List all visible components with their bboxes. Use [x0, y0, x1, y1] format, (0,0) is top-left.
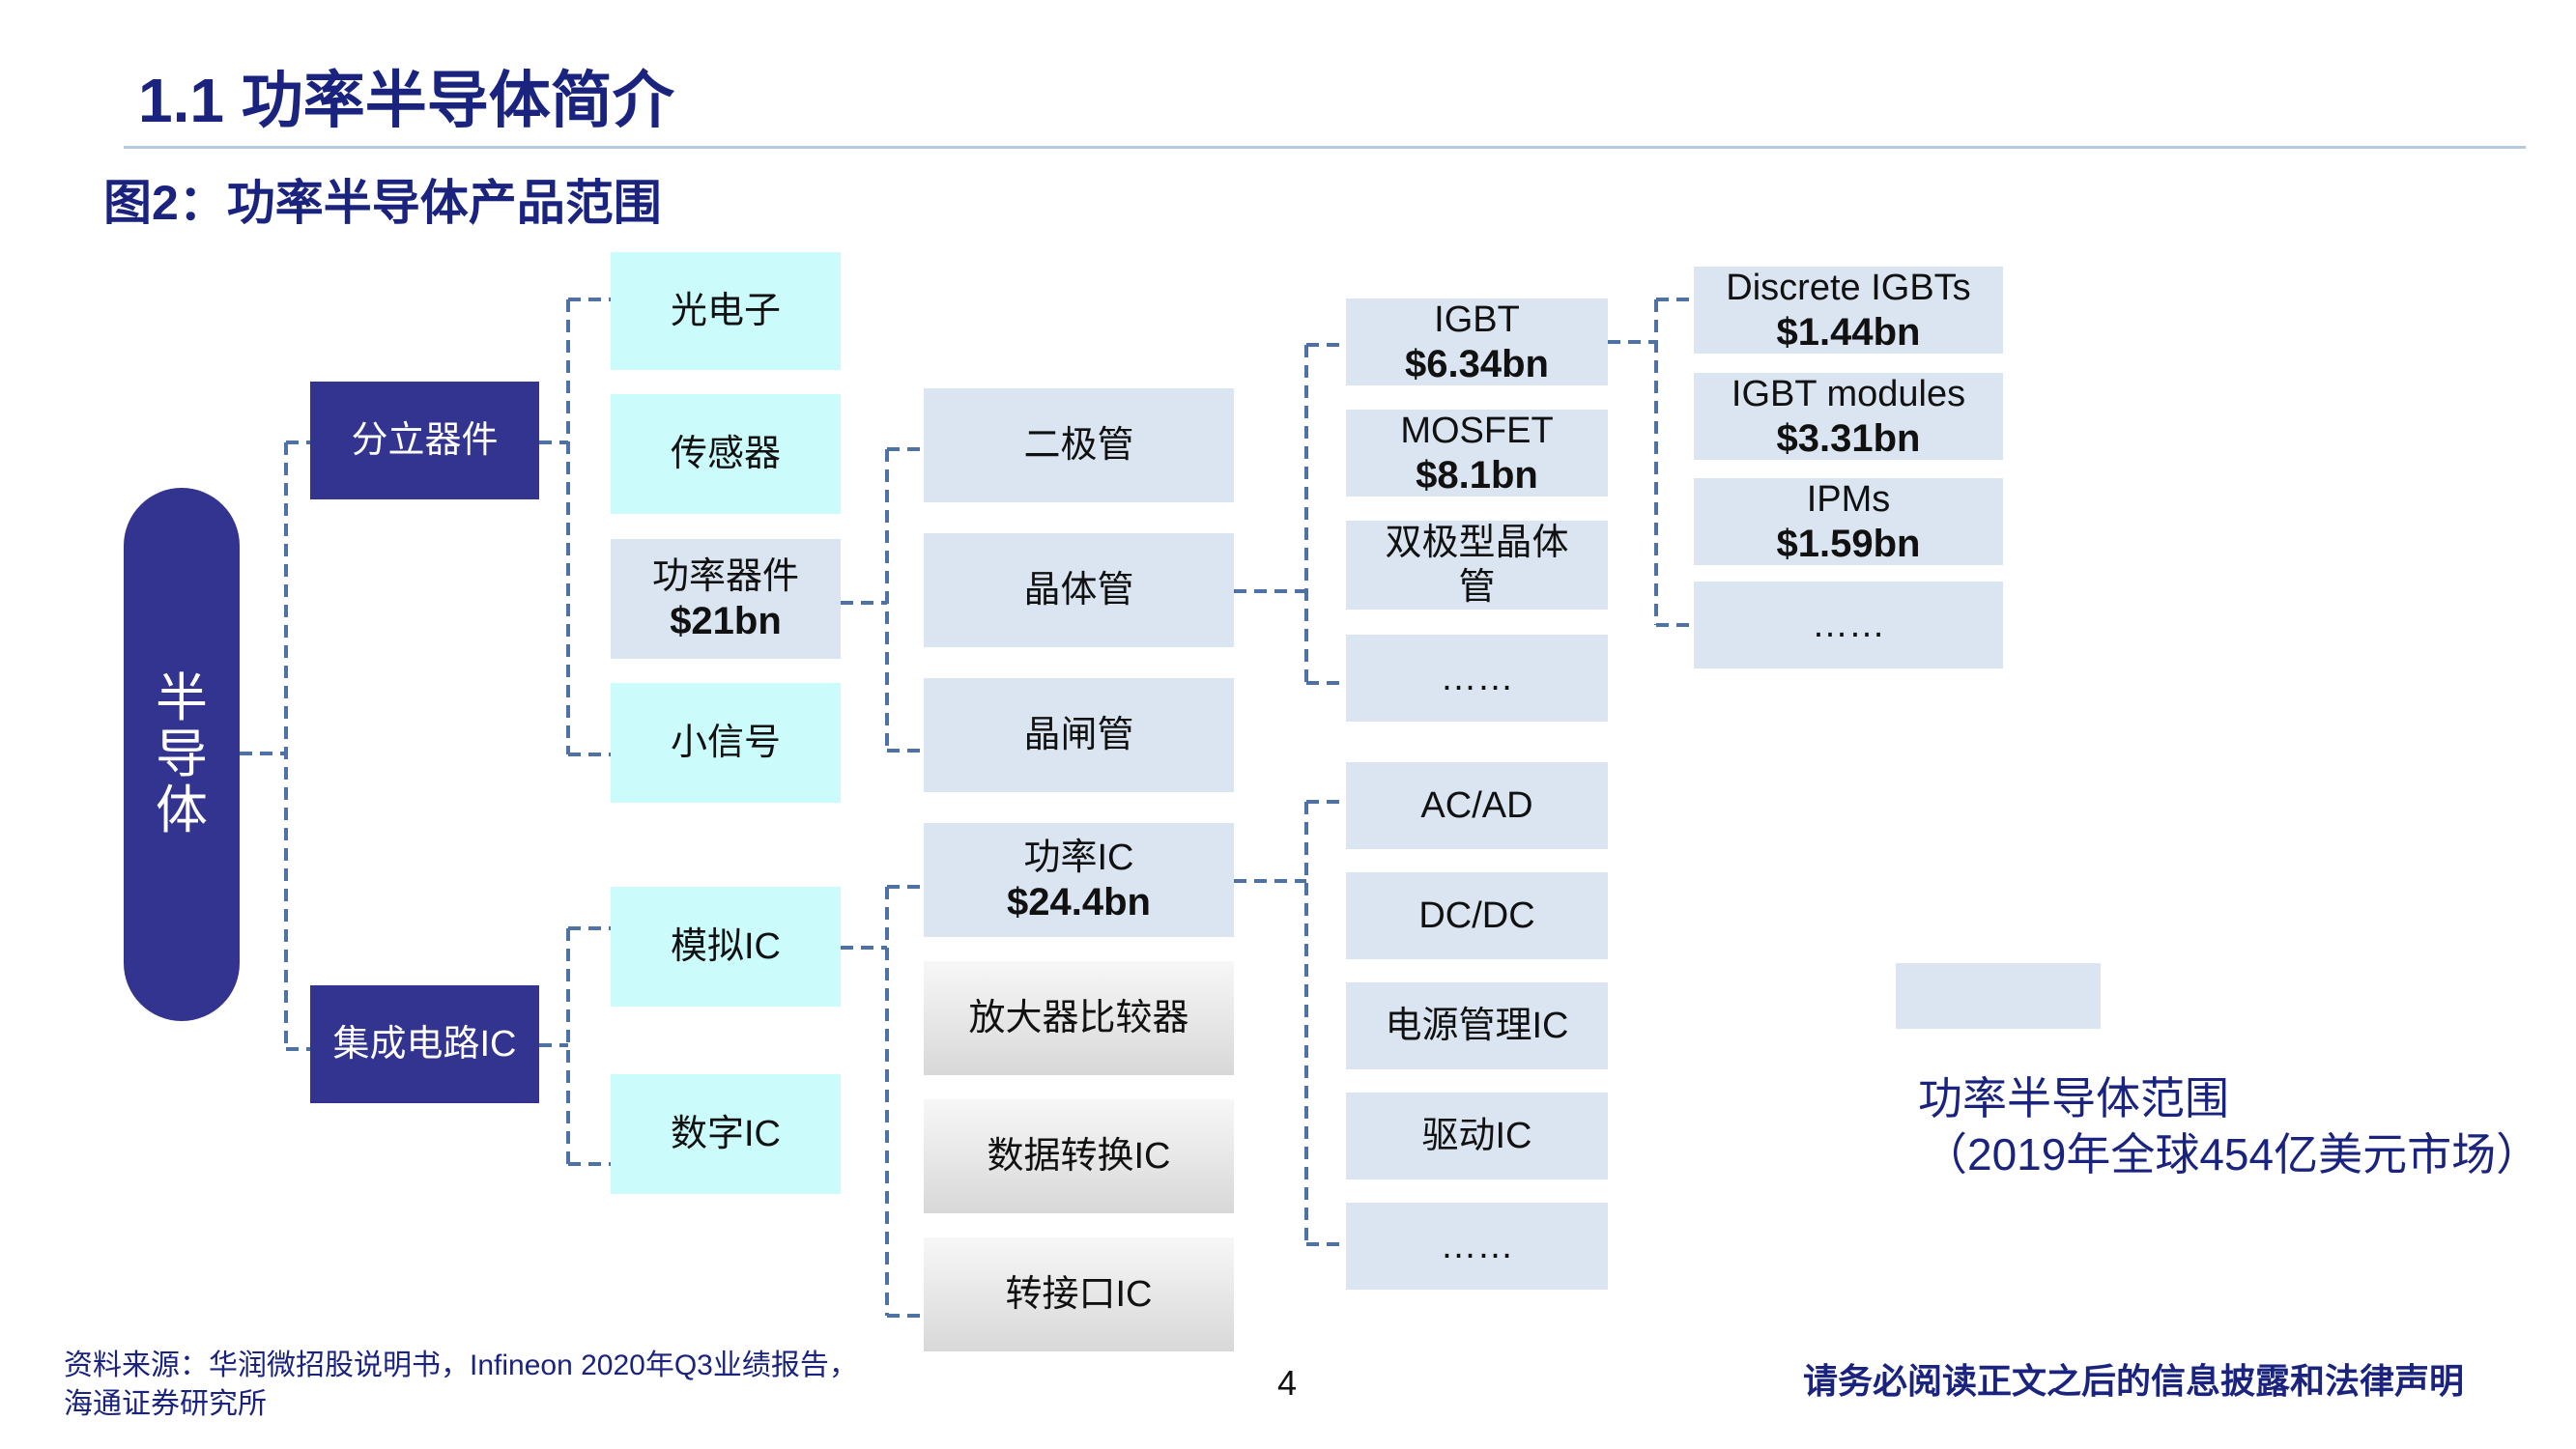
- source-line-2: 海通证券研究所: [64, 1388, 267, 1420]
- igbt-modules-node: IGBT modules $3.31bn: [1694, 373, 2003, 460]
- semiconductor-root: 半 导 体: [124, 488, 240, 1021]
- power-devices-value: $21bn: [670, 600, 782, 642]
- igbt-modules-value: $3.31bn: [1776, 417, 1921, 460]
- diode-node: 二极管: [924, 388, 1234, 502]
- page-number: 4: [1277, 1363, 1298, 1403]
- page-title: 1.1 功率半导体简介: [138, 66, 674, 135]
- power-ic-value: $24.4bn: [1007, 881, 1151, 923]
- disclaimer: 请务必阅读正文之后的信息披露和法律声明: [1803, 1361, 2465, 1401]
- legend-sublabel: （2019年全球454亿美元市场）: [1923, 1129, 2541, 1179]
- ipms-node: IPMs $1.59bn: [1694, 478, 2003, 565]
- optoelectronics-node: 光电子: [611, 252, 841, 370]
- title-divider: [124, 146, 2526, 149]
- interface-ic-node: 转接口IC: [924, 1237, 1234, 1351]
- acad-node: AC/AD: [1346, 762, 1608, 849]
- igbt-more-node: ……: [1694, 582, 2003, 668]
- mosfet-label: MOSFET: [1400, 411, 1554, 451]
- power-ic-more-node: ……: [1346, 1203, 1608, 1290]
- driver-ic-node: 驱动IC: [1346, 1093, 1608, 1179]
- digital-ic-node: 数字IC: [611, 1074, 841, 1194]
- amplifier-comparator-node: 放大器比较器: [924, 961, 1234, 1075]
- ipms-label: IPMs: [1806, 479, 1891, 520]
- discrete-igbts-value: $1.44bn: [1776, 311, 1921, 354]
- discrete-devices-node: 分立器件: [310, 382, 539, 499]
- thyristor-node: 晶闸管: [924, 678, 1234, 792]
- sensors-node: 传感器: [611, 394, 841, 514]
- source-line-1: 资料来源：华润微招股说明书，Infineon 2020年Q3业绩报告，: [64, 1350, 858, 1381]
- dcdc-node: DC/DC: [1346, 872, 1608, 959]
- data-converter-node: 数据转换IC: [924, 1099, 1234, 1213]
- mosfet-value: $8.1bn: [1416, 454, 1538, 497]
- discrete-igbts-node: Discrete IGBTs $1.44bn: [1694, 267, 2003, 354]
- power-devices-label: 功率器件: [651, 556, 799, 597]
- figure-caption: 图2：功率半导体产品范围: [103, 176, 662, 230]
- igbt-value: $6.34bn: [1405, 343, 1549, 385]
- small-signal-node: 小信号: [611, 683, 841, 803]
- pmic-node: 电源管理IC: [1346, 982, 1608, 1069]
- igbt-modules-label: IGBT modules: [1731, 374, 1966, 414]
- power-ic-node: 功率IC $24.4bn: [924, 823, 1234, 937]
- mosfet-node: MOSFET $8.1bn: [1346, 410, 1608, 497]
- legend-swatch: [1896, 963, 2101, 1029]
- integrated-circuit-node: 集成电路IC: [310, 985, 539, 1103]
- analog-ic-node: 模拟IC: [611, 887, 841, 1007]
- transistor-node: 晶体管: [924, 533, 1234, 647]
- power-devices-node: 功率器件 $21bn: [611, 539, 841, 659]
- igbt-label: IGBT: [1434, 299, 1520, 340]
- discrete-igbts-label: Discrete IGBTs: [1726, 268, 1971, 308]
- ipms-value: $1.59bn: [1776, 523, 1921, 565]
- source-note: 资料来源：华润微招股说明书，Infineon 2020年Q3业绩报告， 海通证券…: [64, 1347, 858, 1424]
- legend-label: 功率半导体范围: [1918, 1073, 2229, 1123]
- igbt-node: IGBT $6.34bn: [1346, 298, 1608, 385]
- power-ic-label: 功率IC: [1023, 838, 1134, 878]
- transistor-more-node: ……: [1346, 635, 1608, 722]
- bjt-node: 双极型晶体管: [1346, 521, 1608, 610]
